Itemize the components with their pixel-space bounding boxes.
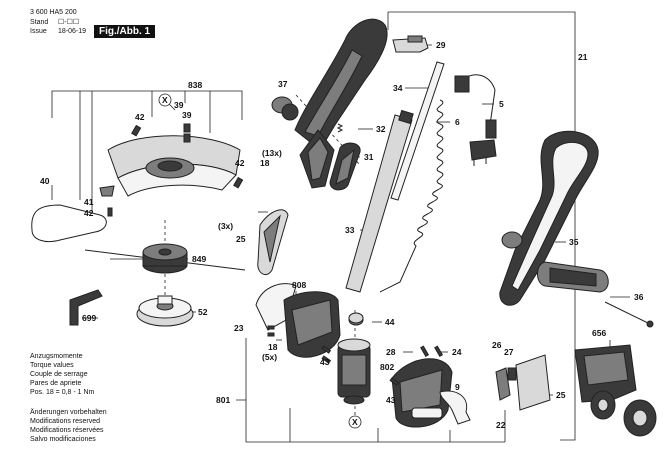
torque-line-es: Pares de apriete — [30, 380, 82, 387]
callout-801: 801 — [216, 395, 230, 405]
torque-table: Anzugsmomente Torque values Couple de se… — [30, 352, 94, 397]
callout-22: 22 — [496, 420, 506, 430]
callout-27: 27 — [504, 347, 514, 357]
screws-guard — [99, 123, 244, 217]
callout-656: 656 — [592, 328, 606, 338]
callout-808: 808 — [292, 280, 306, 290]
torque-line-fr: Couple de serrage — [30, 371, 88, 378]
plug-cable-5 — [454, 74, 497, 166]
callout-5: 5 — [499, 99, 504, 109]
tube-33 — [345, 109, 414, 293]
callout-802: 802 — [380, 362, 394, 372]
callout-37: 37 — [278, 79, 288, 89]
issue-date: 18-06-19 — [58, 28, 87, 35]
callout-42-left: 42 — [84, 208, 94, 218]
callout-x-top: X — [162, 95, 168, 105]
housing-half-23 — [255, 283, 341, 358]
footer-line-fr: Modifications réservées — [30, 427, 104, 434]
callout-40: 40 — [40, 176, 50, 186]
callout-39-b: 39 — [182, 110, 192, 120]
footer-line-en: Modifications reserved — [30, 418, 101, 425]
callout-43-right: 43 — [386, 395, 396, 405]
callout-33: 33 — [345, 225, 355, 235]
callout-43-left: 43 — [320, 357, 330, 367]
small-parts — [267, 312, 444, 386]
stand-value: ☐-☐☐ — [58, 19, 80, 26]
callout-31: 31 — [364, 152, 374, 162]
knob-37 — [271, 96, 299, 121]
callout-36: 36 — [634, 292, 644, 302]
modification-note: Änderungen vorbehalten Modifications res… — [30, 408, 107, 444]
callout-838: 838 — [188, 80, 202, 90]
callout-849: 849 — [192, 254, 206, 264]
callout-24: 24 — [452, 347, 462, 357]
callout-41: 41 — [84, 197, 94, 207]
callout-13x: (13x) — [262, 148, 282, 158]
wheel-kit-656 — [574, 344, 657, 437]
key-tool-699 — [69, 289, 103, 326]
callout-9: 9 — [455, 382, 460, 392]
housing-half-22 — [391, 358, 453, 428]
bolt-36 — [604, 301, 654, 328]
footer-line-es: Salvo modificaciones — [30, 436, 96, 443]
callout-28: 28 — [386, 347, 396, 357]
coil-cable-6 — [379, 99, 444, 293]
grip-31 — [329, 142, 361, 191]
torque-line-en: Torque values — [30, 362, 74, 369]
callout-18-bottom: 18 — [268, 342, 278, 352]
callout-labels: 838 40 41 42 42 42 39 39 X 849 52 699 37… — [40, 40, 644, 430]
spool-cap-52 — [136, 295, 194, 327]
callout-42-top: 42 — [135, 112, 145, 122]
motor-802 — [337, 314, 371, 405]
guard-25 — [257, 209, 289, 275]
switch-29 — [392, 35, 429, 53]
blade-9 — [439, 390, 471, 425]
guard-838 — [107, 135, 241, 197]
switch-parts-26-27 — [495, 354, 551, 411]
callout-52: 52 — [198, 307, 208, 317]
callout-42-right: 42 — [235, 158, 245, 168]
callout-25-left: 25 — [236, 234, 246, 244]
issue-label: Issue — [30, 28, 47, 35]
callout-44: 44 — [385, 317, 395, 327]
torque-pos-line: Pos. 18 = 0,8 - 1 Nm — [30, 389, 95, 396]
callout-699: 699 — [82, 313, 96, 323]
torque-line-de: Anzugsmomente — [30, 353, 83, 360]
spring-32 — [336, 123, 344, 133]
wire-bow-40 — [31, 204, 107, 243]
callout-39-a: 39 — [174, 100, 184, 110]
callout-6: 6 — [455, 117, 460, 127]
document-number: 3 600 HA5 200 — [30, 9, 77, 16]
handle-35 — [537, 261, 609, 293]
figure-label: Fig./Abb. 1 — [94, 25, 156, 38]
callout-21: 21 — [578, 52, 588, 62]
callout-23: 23 — [234, 323, 244, 333]
callout-x-bottom: X — [352, 417, 358, 427]
callout-5x: (5x) — [262, 352, 277, 362]
footer-line-de: Änderungen vorbehalten — [30, 409, 107, 416]
callout-29: 29 — [436, 40, 446, 50]
callout-26: 26 — [492, 340, 502, 350]
callout-18-top: 18 — [260, 158, 270, 168]
upper-handle — [294, 18, 388, 189]
callout-34: 34 — [393, 83, 403, 93]
rod-34 — [390, 61, 445, 201]
callout-3x: (3x) — [218, 221, 233, 231]
callout-35: 35 — [569, 237, 579, 247]
callout-25-right: 25 — [556, 390, 566, 400]
spool-849 — [84, 243, 246, 274]
aux-handle-21 — [499, 130, 599, 306]
x-markers — [158, 93, 362, 429]
stand-label: Stand — [30, 19, 49, 26]
callout-32: 32 — [376, 124, 386, 134]
